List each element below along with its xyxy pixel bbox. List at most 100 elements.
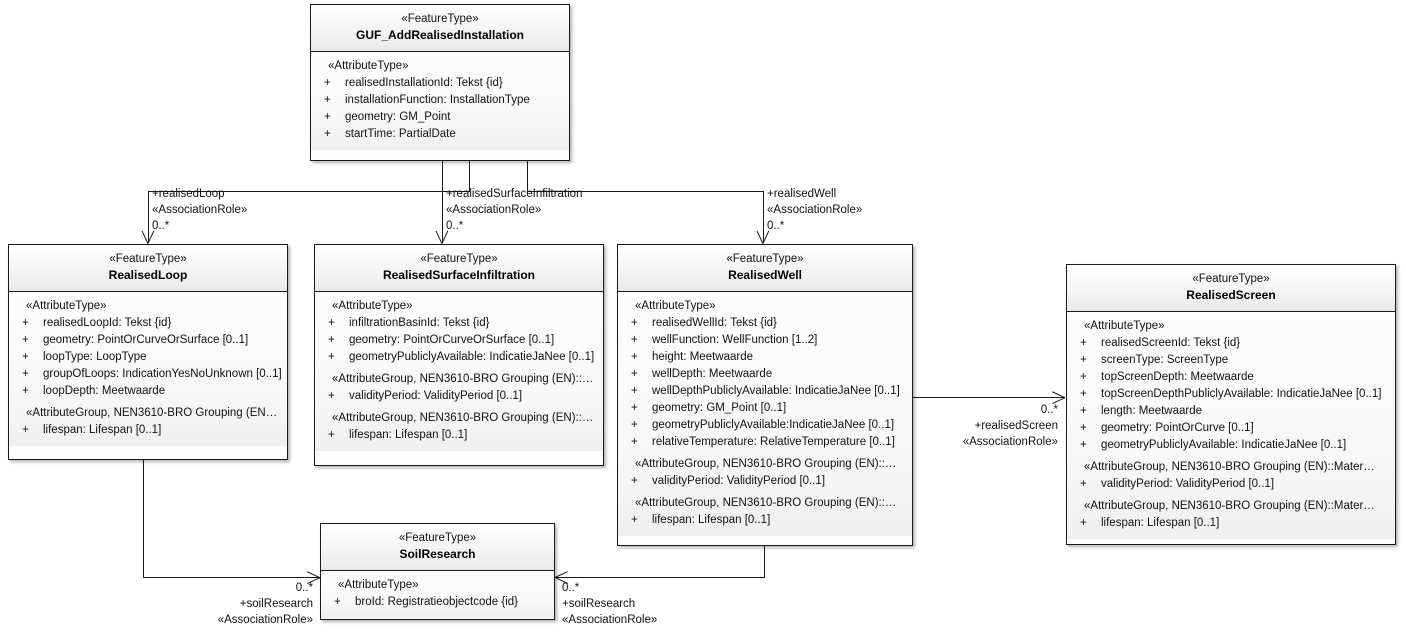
attr-row: + groupOfLoops: IndicationYesNoUnknown [0… [9,366,287,383]
attr-row: +broId: Registratieobjectcode {id} [321,594,554,611]
attr-text: geometry: PointOrCurveOrSurface [0..1] [43,334,249,346]
attr-row: + topScreenDepth: Meetwaarde [1067,369,1395,386]
connector-realisedwell-soilresearch-seg1 [764,546,765,577]
assoc-role-soilresearch-right: +soilResearch [562,598,636,610]
attr-row: +validityPeriod: ValidityPeriod [0..1] [1067,476,1395,493]
assoc-role-soilresearch-left: +soilResearch [239,598,313,610]
attr-text: loopDepth: Meetwaarde [43,385,166,397]
attr-text: installationFunction: InstallationType [345,94,530,106]
attr-text: realisedScreenId: Tekst {id} [1101,337,1241,349]
attr-text: loopType: LoopType [43,351,147,363]
attr-visibility: + [22,351,29,363]
attr-text: infiltrationBasinId: Tekst {id} [349,317,490,329]
assoc-role-realisedsurfaceinfiltration: +realisedSurfaceInfiltration [446,188,583,200]
attr-group-title: «AttributeType» [26,300,107,312]
attr-group-title: «AttributeGroup, NEN3610-BRO Grouping (E… [635,458,897,470]
attr-text: topScreenDepth: Meetwaarde [1101,371,1254,383]
attr-visibility: + [328,429,335,441]
assoc-stereotype-realisedloop: «AssociationRole» [152,204,248,216]
attr-row: +lifespan: Lifespan [0..1] [618,512,912,529]
attr-group-title: «AttributeGroup, NEN3610-BRO Grouping (E… [332,373,594,385]
attr-visibility: + [1080,439,1087,451]
class-stereotype-realisedwell: «FeatureType» [726,253,804,265]
assoc-role-realisedwell: +realisedWell [767,188,837,200]
attr-row: + geometry: GM_Point [311,109,569,126]
attr-visibility: + [631,475,638,487]
attr-text: validityPeriod: ValidityPeriod [0..1] [1101,478,1275,490]
assoc-label-soilresearch-right: 0..* +soilResearch «AssociationRole» [562,580,657,628]
attr-group-title: «AttributeType» [635,300,716,312]
attr-visibility: + [324,94,331,106]
class-header-soilresearch: «FeatureType» SoilResearch [321,524,554,571]
attr-visibility: + [22,334,29,346]
assoc-label-realisedsurfaceinfiltration: +realisedSurfaceInfiltration «Associatio… [446,186,582,234]
class-name-realisedscreen: RealisedScreen [1186,288,1276,302]
attr-visibility: + [1080,354,1087,366]
attr-group-title: «AttributeType» [332,300,413,312]
attr-visibility: + [328,334,335,346]
assoc-stereotype-soilresearch-right: «AssociationRole» [562,614,658,626]
class-realisedsurfaceinfiltration[interactable]: «FeatureType» RealisedSurfaceInfiltratio… [314,244,604,466]
assoc-multiplicity-realisedloop: 0..* [152,220,170,232]
connector-realisedloop-soilresearch-seg1 [143,460,144,577]
attr-text: geometry: PointOrCurve [0..1] [1101,422,1254,434]
attr-row: +realisedInstallationId: Tekst {id} [311,75,569,92]
assoc-stereotype-realisedscreen: «AssociationRole» [962,436,1058,448]
attr-text: geometry: GM_Point [345,111,451,123]
assoc-multiplicity-soilresearch-left: 0..* [295,582,313,594]
attr-text: realisedInstallationId: Tekst {id} [345,77,503,89]
attr-row: + geometry: PointOrCurveOrSurface [0..1] [9,332,287,349]
attr-text: lifespan: Lifespan [0..1] [43,424,162,436]
class-realisedscreen[interactable]: «FeatureType» RealisedScreen «AttributeT… [1066,264,1396,545]
class-name-guf: GUF_AddRealisedInstallation [355,28,525,42]
attr-row: +validityPeriod: ValidityPeriod [0..1] [315,388,603,405]
assoc-multiplicity-realisedsurfaceinfiltration: 0..* [446,220,464,232]
assoc-label-realisedscreen: 0..* +realisedScreen «AssociationRole» [890,402,1058,450]
connector-guf-realisedloop-seg3 [148,191,149,243]
attr-text: groupOfLoops: IndicationYesNoUnknown [0.… [43,368,282,380]
class-header-realisedscreen: «FeatureType» RealisedScreen [1067,265,1395,312]
attr-visibility: + [22,368,29,380]
class-stereotype-guf: «FeatureType» [401,13,479,25]
attr-visibility: + [328,317,335,329]
attr-text: wellDepth: Meetwaarde [652,368,773,380]
attr-text: length: Meetwaarde [1101,405,1203,417]
attr-row: + infiltrationBasinId: Tekst {id} [315,315,603,332]
attr-row: +lifespan: Lifespan [0..1] [9,422,287,439]
attr-row: +startTime: PartialDate [311,126,569,143]
connector-guf-realisedwell-seg2 [527,191,763,192]
class-name-realisedloop: RealisedLoop [108,268,188,282]
attr-visibility: + [22,385,29,397]
attr-text: realisedLoopId: Tekst {id} [43,317,172,329]
attr-group-title: «AttributeGroup, NEN3610-BRO Grouping (E… [635,497,897,509]
assoc-multiplicity-soilresearch-right: 0..* [562,582,580,594]
attr-row: + installationFunction: InstallationType [311,92,569,109]
attr-visibility: + [1080,388,1087,400]
attr-row: +geometry: PointOrCurveOrSurface [0..1] [315,332,603,349]
attr-visibility: + [1080,371,1087,383]
attr-text: screenType: ScreenType [1101,354,1229,366]
attr-visibility: + [324,111,331,123]
class-body-soilresearch: «AttributeType» +broId: Registratieobjec… [321,571,554,618]
attr-text: geometry: GM_Point [0..1] [652,402,787,414]
attr-row: +wellDepthPubliclyAvailable: IndicatieJa… [618,383,912,400]
class-realisedloop[interactable]: «FeatureType» RealisedLoop «AttributeTyp… [8,244,288,460]
assoc-label-soilresearch-left: 0..* +soilResearch «AssociationRole» [155,580,313,628]
attr-group-title: «AttributeGroup, NEN3610-BRO Grouping (E… [1084,461,1375,473]
attr-text: geometryPubliclyAvailable: IndicatieJaNe… [1101,439,1347,451]
class-realisedwell[interactable]: «FeatureType» RealisedWell «AttributeTyp… [617,244,913,546]
attr-row: +geometryPubliclyAvailable: IndicatieJaN… [315,349,603,366]
class-name-realisedwell: RealisedWell [728,268,802,282]
attr-row: +relativeTemperature: RelativeTemperatur… [618,434,912,451]
connector-guf-realisedsurfaceinfiltration [442,160,443,243]
attr-text: validityPeriod: ValidityPeriod [0..1] [349,390,523,402]
class-guf-addrealisedinstallation[interactable]: «FeatureType» GUF_AddRealisedInstallatio… [310,4,570,161]
attr-row: +lifespan: Lifespan [0..1] [1067,515,1395,532]
attr-row: +realisedLoopId: Tekst {id} [9,315,287,332]
connector-realisedwell-realisedscreen [913,397,1065,398]
attr-row: +length: Meetwaarde [1067,403,1395,420]
class-soilresearch[interactable]: «FeatureType» SoilResearch «AttributeTyp… [320,523,555,620]
connector-realisedwell-soilresearch-seg2 [555,577,765,578]
assoc-stereotype-soilresearch-left: «AssociationRole» [217,614,313,626]
attr-visibility: + [631,334,638,346]
